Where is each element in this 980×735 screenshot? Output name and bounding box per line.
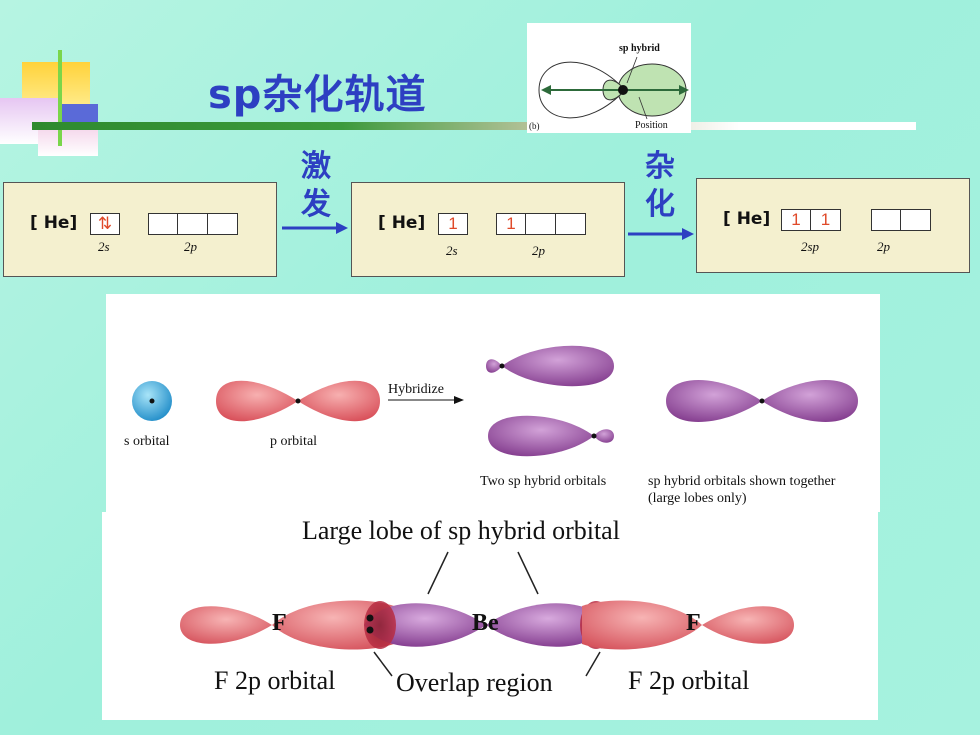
config-box-excited: [ He] 1 1 2s 2p — [351, 182, 625, 277]
inset-sp-figure: sp hybrid Position (b) — [527, 23, 691, 133]
orbital-cell: ⇅ — [90, 213, 120, 235]
atom-f-right: F — [686, 610, 701, 636]
f-right-front-lobe — [582, 600, 702, 650]
orbital-cell: 1 — [811, 209, 841, 231]
config-box-hybrid: [ He] 1 1 2sp 2p — [696, 178, 970, 273]
orbital-2s-group: ⇅ — [90, 213, 120, 235]
arrow-excite-icon — [282, 222, 348, 234]
step-label-excite: 激 发 — [296, 148, 336, 224]
label-s-orbital: s orbital — [124, 434, 170, 449]
inset-label-hybrid: sp hybrid — [619, 43, 660, 54]
f-left-back-lobe — [180, 606, 272, 644]
label-together-2: (large lobes only) — [648, 491, 747, 506]
sp-hybrid-diagram — [538, 56, 689, 120]
atom-be: Be — [472, 610, 499, 636]
title-underline-bar — [32, 122, 916, 130]
label-overlap: Overlap region — [396, 668, 553, 697]
label-2s: 2s — [446, 243, 458, 258]
inset-label-position: Position — [635, 120, 668, 131]
p-orbital-lobe-right — [298, 380, 380, 422]
step-char: 发 — [301, 187, 331, 222]
orbital-cell: 1 — [781, 209, 811, 231]
label-2p: 2p — [184, 239, 197, 254]
bef2-diagram — [180, 551, 794, 677]
f-right-back-lobe — [702, 606, 794, 644]
decor-square-blue — [62, 104, 98, 126]
orbital-2p-group — [871, 209, 931, 231]
step-char: 杂 — [645, 149, 675, 184]
label-f2p-left: F 2p orbital — [214, 666, 336, 695]
label-large-lobe: Large lobe of sp hybrid orbital — [302, 516, 620, 545]
be-sp-right-lobe — [486, 603, 610, 647]
orbital-cell — [178, 213, 208, 235]
label-f2p-right: F 2p orbital — [628, 666, 750, 695]
sp-together-left — [666, 379, 762, 423]
f-left-front-lobe — [272, 600, 394, 650]
orbital-cell — [526, 213, 556, 235]
arrow-hybridize-icon — [628, 228, 694, 240]
inset-panel-tag: (b) — [529, 121, 540, 131]
sp-hybrid-top-small — [486, 359, 502, 373]
overlap-left — [364, 601, 396, 649]
config-box-ground: [ He] ⇅ 2s 2p — [3, 182, 277, 277]
label-hybridize: Hybridize — [388, 382, 444, 397]
orbital-cell — [208, 213, 238, 235]
label-p-orbital: p orbital — [270, 434, 318, 449]
label-two-sp: Two sp hybrid orbitals — [480, 474, 607, 489]
decor-square-pink — [38, 126, 98, 156]
label-together-1: sp hybrid orbitals shown together — [648, 474, 836, 489]
step-label-hybridize: 杂 化 — [640, 148, 680, 224]
orbital-cell — [148, 213, 178, 235]
orbital-cell — [871, 209, 901, 231]
config-core: [ He] — [378, 213, 426, 233]
hybridization-panel: s orbital p orbital Hybridize Two sp hyb… — [106, 294, 880, 512]
atom-f-left: F — [272, 610, 287, 636]
decor-vertical-line — [58, 50, 62, 146]
orbital-2sp-group: 1 1 — [781, 209, 841, 231]
orbital-cell — [901, 209, 931, 231]
sp-hybrid-bottom-small — [594, 429, 614, 443]
p-orbital-lobe-left — [216, 380, 298, 422]
config-core: [ He] — [723, 209, 771, 229]
orbital-cell: 1 — [438, 213, 468, 235]
label-2s: 2s — [98, 239, 110, 254]
sp-hybrid-bottom-large — [488, 415, 594, 457]
page-title: sp杂化轨道 — [208, 72, 427, 118]
orbital-2p-group: 1 — [496, 213, 586, 235]
hybridization-diagram — [132, 345, 858, 457]
label-2p: 2p — [532, 243, 545, 258]
sp-together-right — [762, 379, 858, 423]
step-char: 化 — [645, 187, 675, 222]
orbital-cell — [556, 213, 586, 235]
bef2-bonding-panel: Large lobe of sp hybrid orbital F Be F F… — [102, 512, 878, 720]
be-sp-left-lobe — [364, 603, 486, 647]
config-core: [ He] — [30, 213, 78, 233]
label-2sp: 2sp — [801, 239, 820, 254]
sp-hybrid-top-large — [502, 345, 614, 387]
orbital-2p-group — [148, 213, 238, 235]
orbital-2s-group: 1 — [438, 213, 468, 235]
label-2p: 2p — [877, 239, 890, 254]
orbital-cell: 1 — [496, 213, 526, 235]
step-char: 激 — [301, 149, 331, 184]
